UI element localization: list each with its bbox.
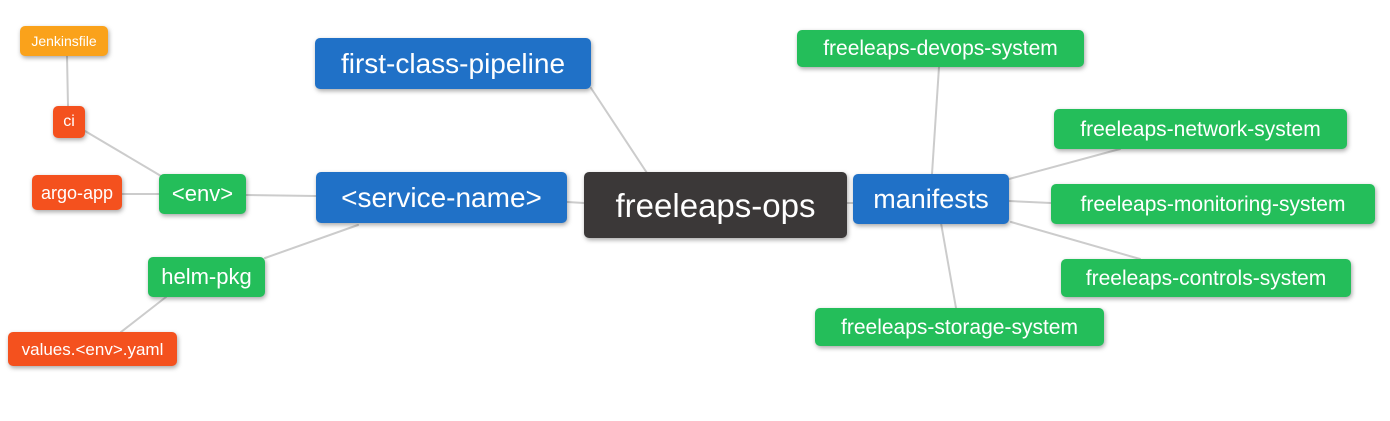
edge-manifests--freeleaps-network-system <box>1008 148 1121 180</box>
edge-manifests--freeleaps-devops-system <box>931 66 940 175</box>
edge-first-class-pipeline--freeleaps-ops <box>590 87 648 174</box>
edge-ci--env <box>84 130 162 177</box>
edge-service-name--freeleaps-ops <box>566 201 585 204</box>
node-manifests[interactable]: manifests <box>853 174 1009 224</box>
node-env[interactable]: <env> <box>159 174 246 214</box>
edge-service-name--helm-pkg <box>264 224 359 259</box>
node-freeleaps-storage-system[interactable]: freeleaps-storage-system <box>815 308 1104 346</box>
edge-manifests--freeleaps-controls-system <box>1010 221 1141 260</box>
edge-jenkinsfile--ci <box>66 55 69 107</box>
node-freeleaps-network-system[interactable]: freeleaps-network-system <box>1054 109 1347 149</box>
edge-helm-pkg--values-env-yaml <box>120 296 167 333</box>
node-freeleaps-controls-system[interactable]: freeleaps-controls-system <box>1061 259 1351 297</box>
node-freeleaps-devops-system[interactable]: freeleaps-devops-system <box>797 30 1084 67</box>
edge-manifests--freeleaps-monitoring-system <box>1008 200 1052 204</box>
node-jenkinsfile[interactable]: Jenkinsfile <box>20 26 108 56</box>
node-freeleaps-monitoring-system[interactable]: freeleaps-monitoring-system <box>1051 184 1375 224</box>
edge-env--service-name <box>245 194 317 197</box>
node-service-name[interactable]: <service-name> <box>316 172 567 223</box>
node-freeleaps-ops[interactable]: freeleaps-ops <box>584 172 847 238</box>
edge-manifests--freeleaps-storage-system <box>940 222 957 309</box>
node-values-env-yaml[interactable]: values.<env>.yaml <box>8 332 177 366</box>
node-helm-pkg[interactable]: helm-pkg <box>148 257 265 297</box>
node-ci[interactable]: ci <box>53 106 85 138</box>
node-argo-app[interactable]: argo-app <box>32 175 122 210</box>
node-first-class-pipeline[interactable]: first-class-pipeline <box>315 38 591 89</box>
